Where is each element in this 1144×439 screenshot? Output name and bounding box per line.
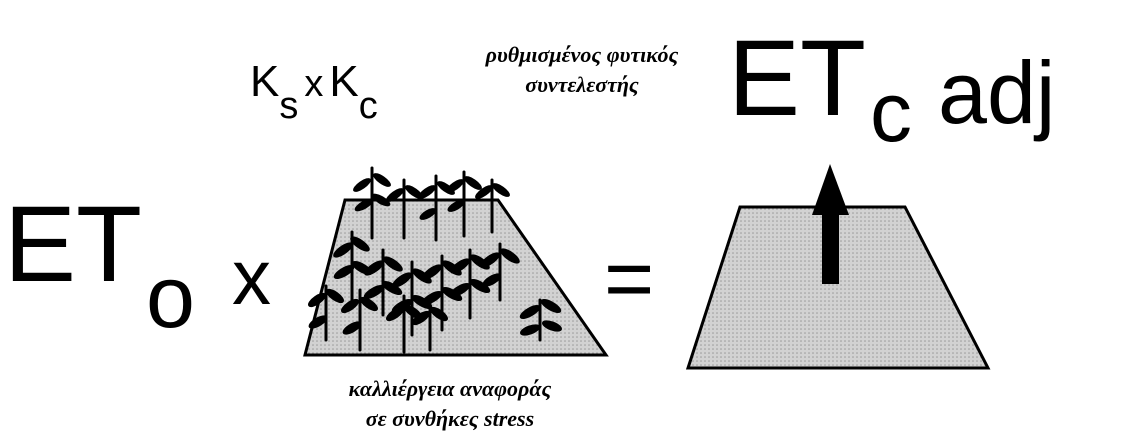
eto-main: ET [4,183,143,304]
kc-subscript: c [358,85,378,127]
crop-label-line1: καλλιέργεια αναφοράς [348,376,552,401]
equals-operator: = [604,231,655,327]
adjusted-label-line2: συντελεστής [525,72,639,97]
eto-subscript: o [146,247,195,346]
adjusted-coefficient-label: ρυθμισμένος φυτικός συντελεστής [458,40,706,100]
kc-symbol: K [329,57,359,106]
multiply-operator: x [232,233,271,321]
multiply-sign-small: x [304,63,324,105]
etc-subscript: c [870,65,913,159]
etc-adj-suffix: adj [938,43,1056,142]
up-arrow-icon [812,164,849,284]
crop-plants-icon [307,166,562,354]
etc-main: ET [728,17,867,138]
eto-term: ETo [4,190,195,341]
adjusted-label-line1: ρυθμισμένος φυτικός [485,42,679,67]
ks-symbol: K [250,57,280,106]
reference-crop-label: καλλιέργεια αναφοράς σε συνθήκες stress [280,374,620,434]
adjusted-field-trapezoid [685,205,991,370]
crop-label-line2: σε συνθήκες stress [365,406,535,431]
ks-subscript: s [279,85,299,127]
